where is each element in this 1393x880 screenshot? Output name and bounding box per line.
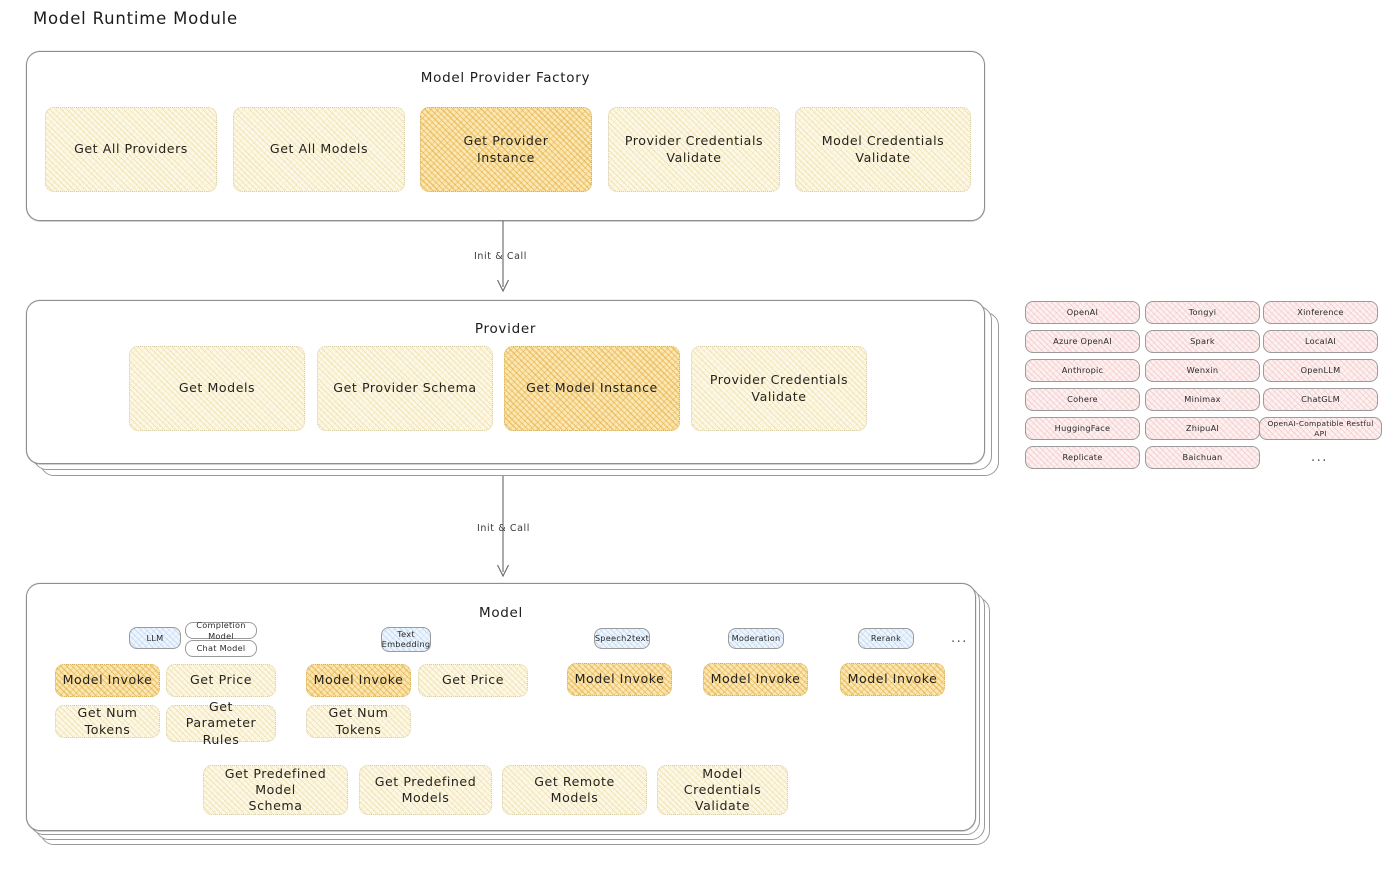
provider-chip-openai-compatible-restful-api[interactable]: OpenAI-Compatible Restful API (1259, 417, 1382, 440)
model-tag-text-embedding[interactable]: Text Embedding (381, 627, 431, 652)
node-get-predefined-models[interactable]: Get Predefined Models (359, 765, 492, 815)
provider-chip-openai[interactable]: OpenAI (1025, 301, 1140, 324)
node-llm-model-invoke[interactable]: Model Invoke (55, 664, 160, 697)
provider-chip-chatglm[interactable]: ChatGLM (1263, 388, 1378, 411)
provider-chip-replicate[interactable]: Replicate (1025, 446, 1140, 469)
node-model-credentials-validate-3[interactable]: Model Credentials Validate (657, 765, 788, 815)
model-tag-rerank[interactable]: Rerank (858, 628, 914, 649)
provider-chip-openllm[interactable]: OpenLLM (1263, 359, 1378, 382)
node-text-embedding-model-invoke[interactable]: Model Invoke (306, 664, 411, 697)
provider-chip-azure-openai[interactable]: Azure OpenAI (1025, 330, 1140, 353)
node-get-models[interactable]: Get Models (129, 346, 305, 431)
section-title-model: Model (478, 605, 524, 621)
node-moderation-model-invoke[interactable]: Model Invoke (703, 663, 808, 696)
arrow-label-init-call-2: Init & Call (477, 523, 530, 534)
provider-chip-localai[interactable]: LocalAI (1263, 330, 1378, 353)
provider-chip-anthropic[interactable]: Anthropic (1025, 359, 1140, 382)
node-text-embedding-get-price[interactable]: Get Price (418, 664, 528, 697)
provider-chip-baichuan[interactable]: Baichuan (1145, 446, 1260, 469)
model-groups-more-ellipsis: ... (951, 631, 968, 646)
provider-chip-cohere[interactable]: Cohere (1025, 388, 1140, 411)
node-speech2text-model-invoke[interactable]: Model Invoke (567, 663, 672, 696)
node-get-all-providers[interactable]: Get All Providers (45, 107, 217, 192)
node-rerank-model-invoke[interactable]: Model Invoke (840, 663, 945, 696)
arrow-label-init-call-1: Init & Call (474, 251, 527, 262)
provider-chip-spark[interactable]: Spark (1145, 330, 1260, 353)
arrow-factory-to-provider (497, 221, 509, 293)
node-get-provider-schema[interactable]: Get Provider Schema (317, 346, 493, 431)
model-subtag-completion-model[interactable]: Completion Model (185, 620, 257, 641)
node-model-credentials-validate[interactable]: Model Credentials Validate (795, 107, 971, 192)
node-get-remote-models[interactable]: Get Remote Models (502, 765, 647, 815)
provider-chip-minimax[interactable]: Minimax (1145, 388, 1260, 411)
section-title-factory: Model Provider Factory (420, 70, 591, 86)
model-subtag-chat-model[interactable]: Chat Model (185, 640, 257, 657)
provider-list-more-ellipsis: ... (1311, 450, 1328, 465)
node-llm-get-price[interactable]: Get Price (166, 664, 276, 697)
model-tag-speech2text[interactable]: Speech2text (594, 628, 650, 649)
node-provider-credentials-validate[interactable]: Provider Credentials Validate (608, 107, 780, 192)
node-llm-get-parameter-rules[interactable]: Get Parameter Rules (166, 699, 276, 747)
provider-chip-tongyi[interactable]: Tongyi (1145, 301, 1260, 324)
provider-chip-huggingface[interactable]: HuggingFace (1025, 417, 1140, 440)
node-llm-get-num-tokens[interactable]: Get Num Tokens (55, 705, 160, 738)
node-get-all-models[interactable]: Get All Models (233, 107, 405, 192)
provider-chip-zhipuai[interactable]: ZhipuAI (1145, 417, 1260, 440)
section-title-provider: Provider (474, 321, 537, 337)
provider-chip-wenxin[interactable]: Wenxin (1145, 359, 1260, 382)
model-tag-llm[interactable]: LLM (129, 627, 181, 649)
node-get-model-instance[interactable]: Get Model Instance (504, 346, 680, 431)
provider-chip-xinference[interactable]: Xinference (1263, 301, 1378, 324)
model-tag-moderation[interactable]: Moderation (728, 628, 784, 649)
arrow-provider-to-model (497, 476, 509, 578)
node-get-provider-instance[interactable]: Get Provider Instance (420, 107, 592, 192)
section-model: Model (26, 583, 976, 831)
node-get-predefined-model-schema[interactable]: Get Predefined Model Schema (203, 765, 348, 815)
page-title: Model Runtime Module (33, 9, 238, 28)
node-provider-credentials-validate-2[interactable]: Provider Credentials Validate (691, 346, 867, 431)
node-text-embedding-get-num-tokens[interactable]: Get Num Tokens (306, 705, 411, 738)
